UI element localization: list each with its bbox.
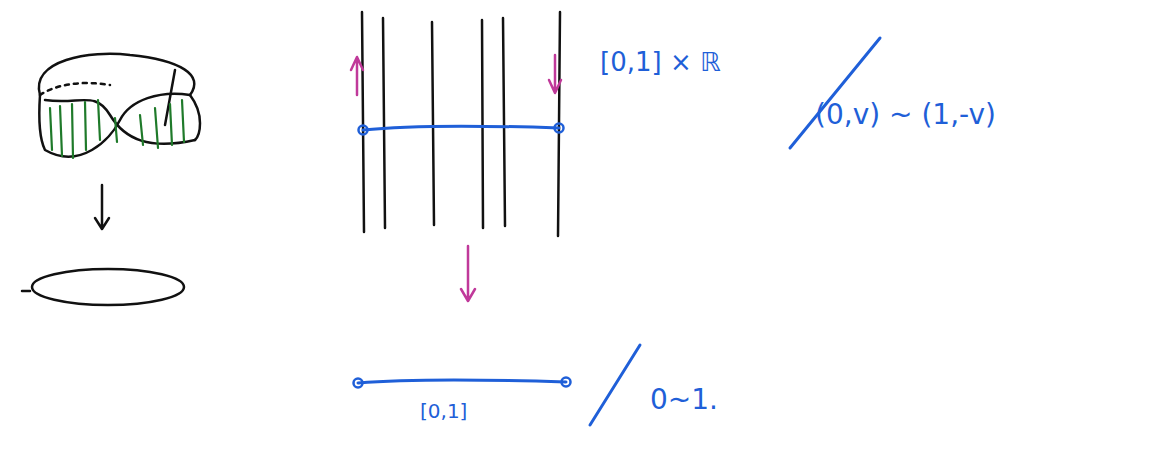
zero-section: [363, 126, 559, 130]
projection-arrow: [95, 185, 109, 229]
base-circle: [32, 269, 184, 305]
quotient-slash: [790, 38, 880, 148]
orientation-arrow: [549, 55, 561, 93]
endpoint: [562, 378, 571, 387]
quotient-slash: [590, 345, 640, 425]
projection-arrow: [461, 246, 475, 301]
fiber-lines: [362, 12, 560, 236]
interval: [358, 380, 566, 383]
tick: [22, 290, 30, 293]
relation-label: (0,v) ~ (1,-v): [815, 100, 996, 131]
endpoint: [555, 124, 564, 133]
space-label: [0,1] × ℝ: [600, 48, 721, 77]
endpoint: [354, 379, 363, 388]
orientation-arrow: [351, 57, 363, 95]
relation-label: 0~1.: [650, 385, 718, 416]
mobius-band: [39, 54, 200, 157]
fibers: [50, 100, 184, 158]
endpoint: [359, 126, 368, 135]
interval-label: [0,1]: [420, 400, 467, 422]
